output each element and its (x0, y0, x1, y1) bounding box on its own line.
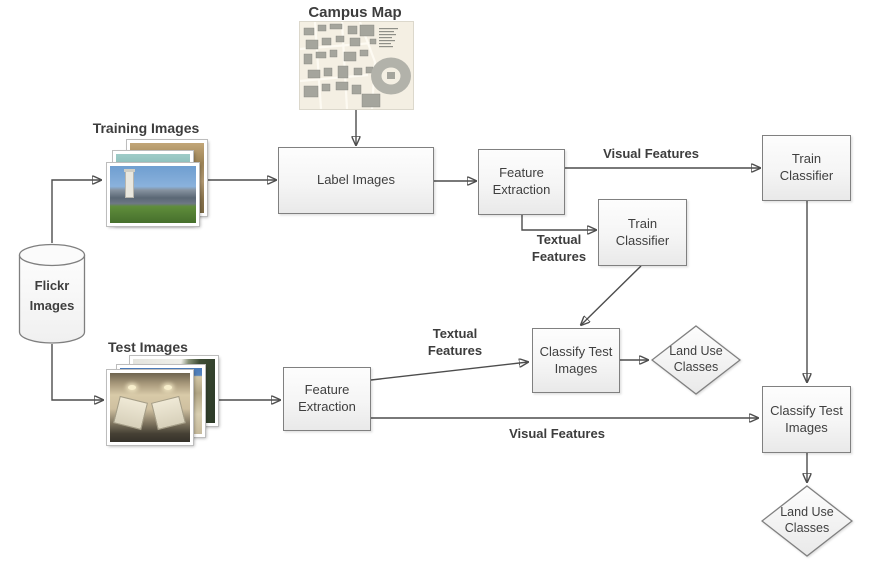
connector-train-classifier-mid-to-classify-test-mid (581, 265, 642, 325)
visual-features-top-label: Visual Features (603, 146, 699, 161)
land-use-classes-bottom-diamond: Land Use Classes (761, 485, 853, 557)
textual-features-bottom-label: Textual Features (415, 326, 495, 360)
train-classifier-mid-box: Train Classifier (598, 199, 687, 266)
classify-test-mid-line2: Images (554, 360, 598, 376)
classify-test-mid-line1: Classify Test (539, 343, 613, 359)
feature-extraction-top-line2: Extraction (492, 182, 551, 197)
flickr-images-line1: Flickr (34, 278, 70, 293)
textual-features-bottom-line2: Features (427, 342, 483, 358)
test-images-stack (95, 352, 220, 447)
train-classifier-top-line2: Classifier (779, 168, 834, 183)
train-classifier-top-box: Train Classifier (762, 135, 851, 201)
feature-extraction-bottom-line2: Extraction (298, 399, 356, 414)
textual-features-top-line2: Features (531, 248, 587, 264)
classify-test-images-right-box: Classify Test Images (762, 386, 851, 453)
campanile-tower-shape (123, 168, 135, 199)
land-use-classes-mid-diamond: Land Use Classes (651, 325, 741, 395)
land-use-classes-bottom-label: Land Use Classes (761, 485, 853, 557)
textual-features-top-label: Textual Features (519, 232, 599, 266)
campus-map-caption: Campus Map (308, 4, 402, 21)
land-use-mid-line2: Classes (673, 360, 719, 374)
label-images-box: Label Images (278, 147, 434, 214)
feature-extraction-top-box: Feature Extraction (478, 149, 565, 215)
screen-panel-right (151, 396, 187, 431)
train-classifier-top-line1: Train (791, 151, 822, 167)
land-use-classes-mid-label: Land Use Classes (651, 325, 741, 395)
connector-feature-extraction-bottom-to-classify-test-mid (370, 362, 528, 381)
campus-map-image (299, 21, 413, 110)
feature-extraction-bottom-box: Feature Extraction (283, 367, 371, 431)
feature-extraction-top-line1: Feature (499, 165, 544, 181)
cylinder-shape (18, 243, 86, 344)
campus-map-graphic (299, 21, 413, 110)
flickr-images-label: Flickr Images (18, 276, 86, 315)
textual-features-bottom-line1: Textual (432, 326, 478, 341)
train-classifier-mid-line2: Classifier (615, 232, 670, 248)
textual-features-top-line1: Textual (536, 232, 582, 247)
test-photo-front (106, 369, 194, 446)
land-use-bottom-line1: Land Use (780, 505, 834, 520)
ceiling-light-left (127, 385, 136, 391)
flickr-images-line2: Images (29, 297, 75, 313)
connector-flickr-to-training-images (51, 180, 101, 243)
classify-test-right-line2: Images (785, 419, 828, 435)
screen-panel-left (113, 396, 149, 431)
flickr-images-cylinder: Flickr Images (18, 243, 86, 345)
ceiling-light-right (164, 385, 173, 391)
visual-features-bottom-label: Visual Features (509, 426, 605, 441)
test-images-caption: Test Images (108, 339, 188, 355)
train-classifier-mid-line1: Train (627, 215, 658, 231)
training-images-stack (95, 138, 210, 228)
classify-test-right-line1: Classify Test (770, 402, 843, 418)
training-photo-front (106, 162, 200, 227)
label-images-text: Label Images (316, 172, 396, 188)
land-use-mid-line1: Land Use (669, 344, 723, 359)
feature-extraction-bottom-line1: Feature (304, 382, 350, 398)
training-images-caption: Training Images (92, 120, 200, 136)
classify-test-images-mid-box: Classify Test Images (532, 328, 620, 393)
connector-feature-extraction-to-train-classifier-mid (521, 215, 596, 230)
land-use-bottom-line2: Classes (784, 521, 830, 535)
